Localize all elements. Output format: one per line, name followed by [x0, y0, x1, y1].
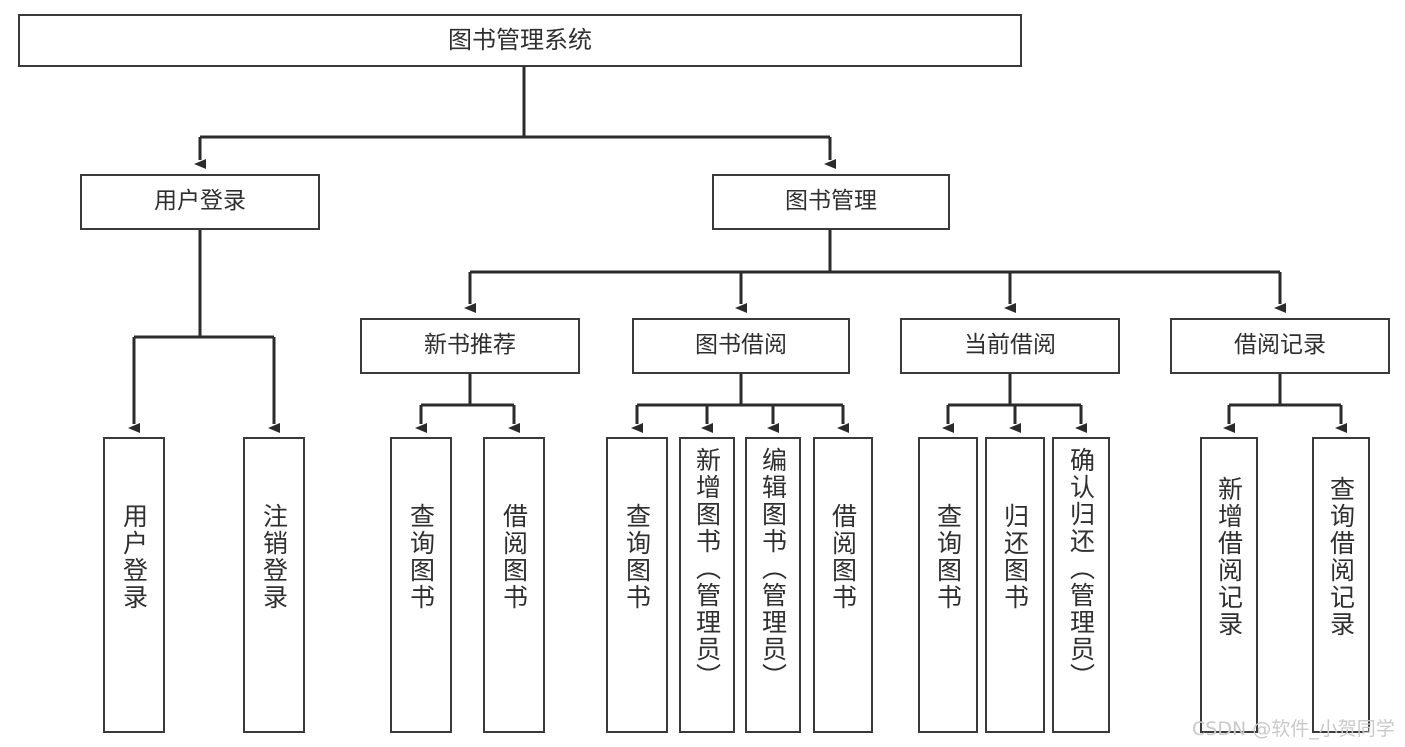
node-current-borrow-label: 当前借阅: [964, 332, 1056, 359]
node-user-login-label: 用户登录: [154, 188, 246, 215]
node-borrow-record[interactable]: 借阅记录: [1170, 318, 1390, 374]
node-new-book-rec-label: 新书推荐: [424, 332, 516, 359]
node-book-borrow[interactable]: 图书借阅: [632, 318, 850, 374]
node-book-manage-label: 图书管理: [785, 188, 877, 215]
node-leaf-borrow-book-1-label: 借阅图书: [499, 503, 529, 611]
node-leaf-query-book-3-label: 查询图书: [933, 503, 963, 611]
node-leaf-query-book-2-label: 查询图书: [622, 503, 652, 611]
node-leaf-query-record-label: 查询借阅记录: [1326, 476, 1356, 638]
node-leaf-user-logout[interactable]: 注销登录: [243, 437, 305, 733]
node-leaf-add-record-label: 新增借阅记录: [1214, 476, 1244, 638]
node-leaf-user-login[interactable]: 用户登录: [103, 437, 165, 733]
node-leaf-query-record[interactable]: 查询借阅记录: [1312, 437, 1370, 733]
node-root-label: 图书管理系统: [448, 26, 592, 55]
watermark: CSDN @软件_小贺同学: [1192, 718, 1395, 740]
node-leaf-add-record[interactable]: 新增借阅记录: [1200, 437, 1258, 733]
node-root[interactable]: 图书管理系统: [18, 14, 1022, 67]
node-leaf-confirm-return-label: 确认归还（管理员）: [1066, 447, 1096, 690]
node-book-borrow-label: 图书借阅: [695, 332, 787, 359]
node-leaf-user-logout-label: 注销登录: [259, 503, 289, 611]
node-leaf-add-book[interactable]: 新增图书（管理员）: [679, 437, 735, 733]
node-current-borrow[interactable]: 当前借阅: [900, 318, 1120, 374]
node-leaf-return-book[interactable]: 归还图书: [985, 437, 1045, 733]
node-leaf-edit-book[interactable]: 编辑图书（管理员）: [745, 437, 801, 733]
node-leaf-query-book-2[interactable]: 查询图书: [606, 437, 668, 733]
node-leaf-query-book-3[interactable]: 查询图书: [918, 437, 978, 733]
node-leaf-add-book-label: 新增图书（管理员）: [692, 447, 722, 690]
node-leaf-confirm-return[interactable]: 确认归还（管理员）: [1052, 437, 1110, 733]
node-leaf-borrow-book-1[interactable]: 借阅图书: [483, 437, 545, 733]
node-leaf-edit-book-label: 编辑图书（管理员）: [758, 447, 788, 690]
node-book-manage[interactable]: 图书管理: [712, 174, 950, 230]
node-leaf-borrow-book-2[interactable]: 借阅图书: [813, 437, 873, 733]
node-leaf-query-book-1-label: 查询图书: [406, 503, 436, 611]
node-user-login[interactable]: 用户登录: [80, 174, 320, 230]
node-leaf-borrow-book-2-label: 借阅图书: [828, 503, 858, 611]
node-leaf-query-book-1[interactable]: 查询图书: [390, 437, 452, 733]
node-borrow-record-label: 借阅记录: [1234, 332, 1326, 359]
node-leaf-user-login-label: 用户登录: [119, 503, 149, 611]
node-leaf-return-book-label: 归还图书: [1000, 503, 1030, 611]
node-new-book-rec[interactable]: 新书推荐: [360, 318, 580, 374]
